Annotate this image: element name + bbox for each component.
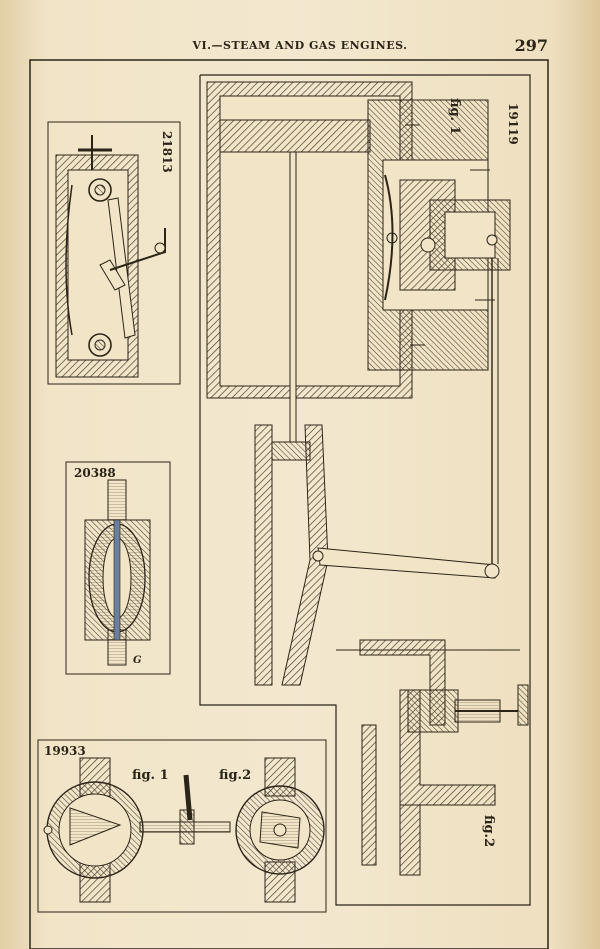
patent-number-19933: 19933	[44, 744, 86, 758]
patent-number-20388: 20388	[74, 466, 116, 480]
page-number: 297	[514, 36, 548, 55]
patent-number-21813: 21813	[160, 131, 174, 173]
figure-19933	[37, 739, 327, 913]
running-head: VI.—STEAM AND GAS ENGINES. 297	[0, 36, 600, 56]
plate-frame	[29, 59, 549, 949]
fig1-label-19933: fig. 1	[132, 768, 169, 783]
letter-g-20388: G	[133, 655, 142, 666]
figure-20388	[65, 461, 171, 675]
fig2-label-19933: fig.2	[219, 768, 252, 783]
figure-19119	[199, 74, 531, 906]
patent-number-19119: 19119	[506, 103, 520, 145]
fig2-label-19119: fig.2	[481, 815, 496, 848]
fig1-label-19119: fig. 1	[447, 98, 462, 135]
running-title: VI.—STEAM AND GAS ENGINES.	[192, 39, 408, 52]
figure-21813	[47, 121, 181, 385]
